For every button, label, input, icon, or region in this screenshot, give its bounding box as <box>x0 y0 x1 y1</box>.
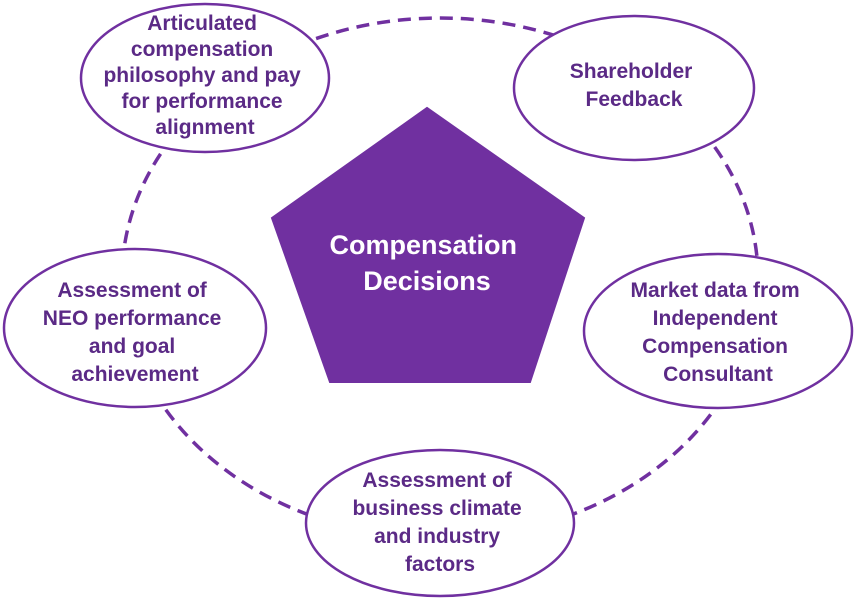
node-label: Assessment of NEO performance and goal a… <box>43 279 227 386</box>
node-label: Assessment of business climate and indus… <box>352 469 527 576</box>
node-label-line: Independent <box>653 307 778 330</box>
node-label-line: alignment <box>155 116 254 139</box>
node-label-line: Articulated <box>147 12 257 35</box>
node-ellipse <box>304 448 576 598</box>
node-market-data: Market data from Independent Compensatio… <box>582 252 854 410</box>
node-label-line: compensation <box>131 38 273 61</box>
node-compensation-philosophy: Articulated compensation philosophy and … <box>79 2 331 154</box>
node-label-line: Assessment of <box>362 469 512 492</box>
node-label: Articulated compensation philosophy and … <box>103 12 306 139</box>
node-ellipse <box>582 252 854 410</box>
node-label-line: Feedback <box>586 88 683 111</box>
center-label: Compensation Decisions <box>329 230 524 296</box>
center-node: Compensation Decisions <box>270 106 586 383</box>
center-pentagon <box>270 106 586 383</box>
node-label-line: Compensation <box>642 335 788 358</box>
node-label-line: for performance <box>122 90 283 113</box>
node-label-line: Market data from <box>630 279 799 302</box>
node-shareholder-feedback: Shareholder Feedback <box>512 14 756 162</box>
center-label-line: Decisions <box>363 266 491 296</box>
node-label-line: factors <box>405 553 475 576</box>
node-ellipse <box>79 2 331 154</box>
node-label-line: philosophy and pay <box>103 64 301 87</box>
node-label-line: business climate <box>352 497 521 520</box>
node-label-line: Shareholder <box>570 60 693 83</box>
node-label-line: and industry <box>374 525 500 548</box>
node-ellipse <box>2 247 268 409</box>
node-label-line: achievement <box>71 363 198 386</box>
node-label: Shareholder Feedback <box>570 60 698 111</box>
node-label: Market data from Independent Compensatio… <box>630 279 805 386</box>
node-label-line: and goal <box>89 335 175 358</box>
node-label-line: Consultant <box>663 363 773 386</box>
center-label-line: Compensation <box>329 230 517 260</box>
node-label-line: Assessment of <box>57 279 207 302</box>
node-business-climate: Assessment of business climate and indus… <box>304 448 576 598</box>
node-neo-performance: Assessment of NEO performance and goal a… <box>2 247 268 409</box>
node-label-line: NEO performance <box>43 307 222 330</box>
node-ellipse <box>512 14 756 162</box>
